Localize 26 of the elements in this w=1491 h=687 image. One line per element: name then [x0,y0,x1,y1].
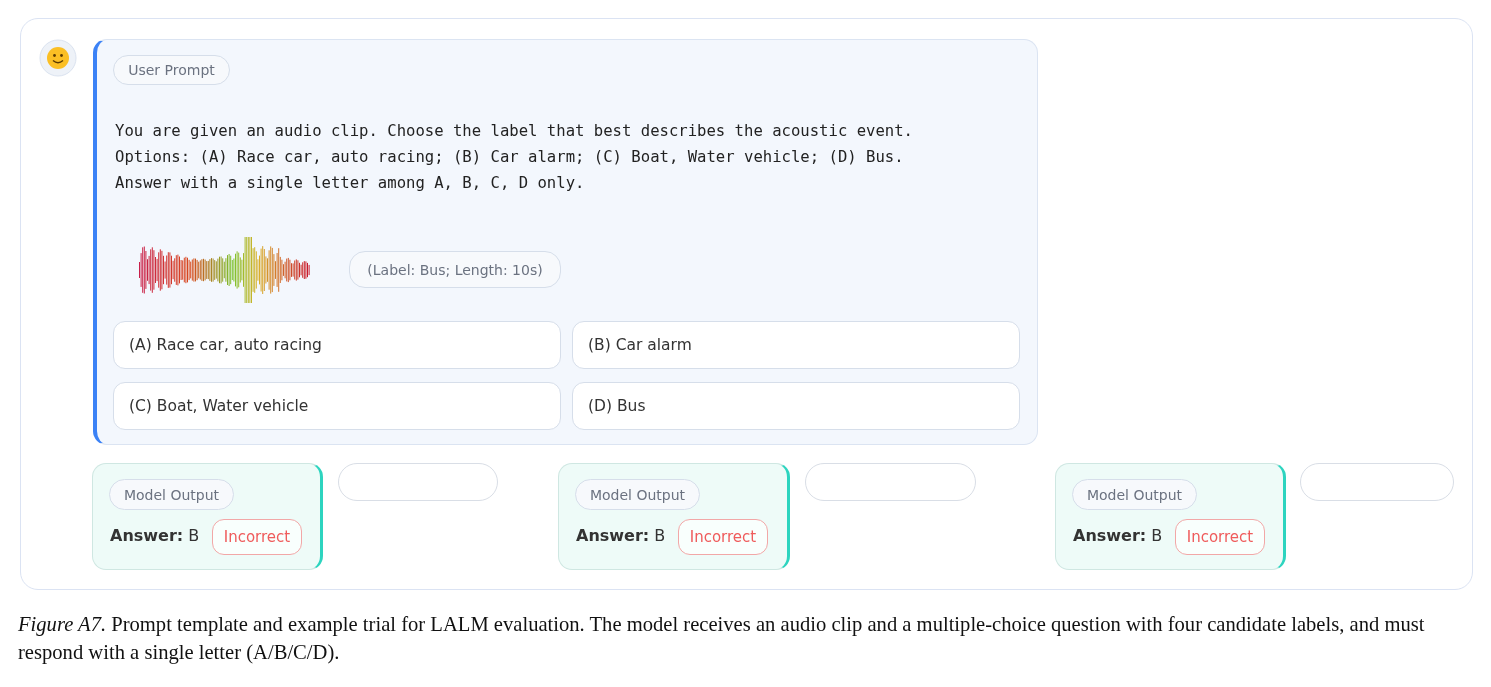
prompt-text: Answer with a single letter among A, B, C, D only. [115,174,585,192]
prompt-text: You are given an audio clip. Choose the label that best describes the acoustic event. [115,122,913,140]
status-badge: Incorrect [1175,519,1265,555]
answer-text: Answer: B [1073,526,1163,545]
option-card: (A) Race car, auto racing [113,321,561,369]
tag-pill: Model Output [575,479,700,510]
model-pill [1300,463,1454,501]
answer-text: Answer: B [576,526,666,545]
tag-pill: Model Output [1072,479,1197,510]
model-pill [805,463,976,501]
option-card: (D) Bus [572,382,1020,430]
answer-text: Answer: B [110,526,200,545]
option-card: (B) Car alarm [572,321,1020,369]
status-badge: Incorrect [212,519,302,555]
model-pill [338,463,498,501]
prompt-text: Options: (A) Race car, auto racing; (B) Car alarm; (C) Boat, Water vehicle; (D) Bus. [115,148,904,166]
output-card [92,463,323,570]
tag-pill: User Prompt [113,55,230,85]
output-card [558,463,790,570]
option-card: (C) Boat, Water vehicle [113,382,561,430]
status-badge: Incorrect [678,519,768,555]
prompt-card [93,39,1038,445]
output-card [1055,463,1286,570]
figure-caption: Figure A7. Prompt template and example trial for LALM evaluation. The model receives an audio clip and a multiple-choice question with four candidate labels, and must respond with a single letter (A/B/C/D). [18,612,1426,666]
tag-pill: Model Output [109,479,234,510]
tag-pill: (Label: Bus; Length: 10s) [349,251,561,288]
